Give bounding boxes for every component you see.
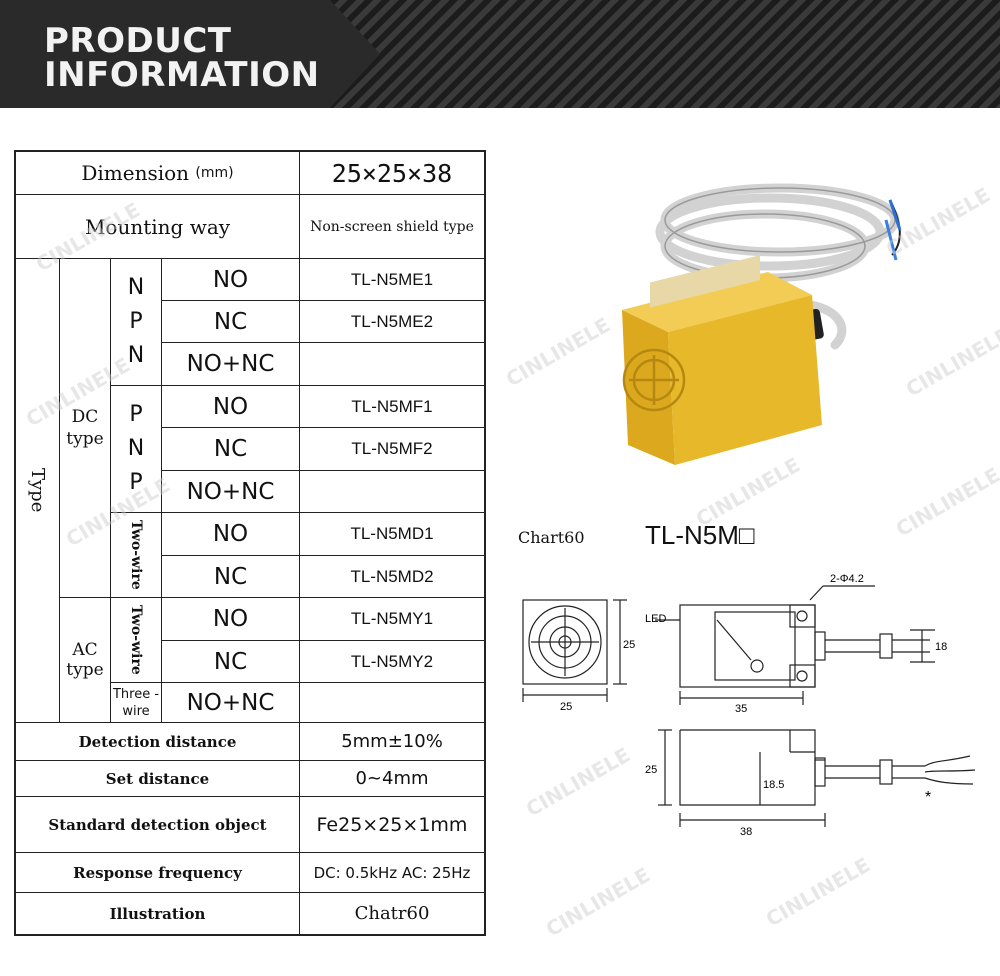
banner-title-line1: PRODUCT — [44, 21, 232, 61]
front-height-dim: 25 — [623, 639, 635, 651]
contact-type-cell: NO — [212, 521, 249, 547]
side-height-dim: 25 — [645, 764, 657, 776]
dimension-drawing: LED 2-Φ4.2 25 25 35 18 25 18.5 38 * — [505, 570, 1000, 850]
type-label: Type — [27, 468, 48, 513]
side-length-dim: 38 — [740, 826, 752, 838]
model-code: TL-N5M□ — [645, 520, 755, 550]
led-label: LED — [645, 613, 666, 625]
response-frequency-value: DC: 0.5kHz AC: 25Hz — [313, 863, 471, 882]
contact-type-cell: NO — [212, 606, 249, 632]
dimension-unit: (mm) — [195, 165, 234, 181]
two-wire-ac-label: Two-wire — [128, 605, 144, 675]
set-distance-label: Set distance — [105, 769, 210, 788]
side-inner-dim: 18.5 — [763, 779, 784, 791]
illustration-label: Illustration — [109, 904, 206, 923]
dimension-label: Dimension (mm) — [16, 152, 299, 194]
ac-type-label: AC type — [66, 640, 104, 680]
banner-title-block — [0, 0, 380, 108]
model-cell: TL-N5MY2 — [350, 651, 434, 671]
banner-title-line2: INFORMATION — [44, 55, 320, 95]
contact-type-cell: NO+NC — [186, 351, 275, 377]
mounting-value: Non-screen shield type — [310, 218, 474, 235]
detection-distance-value: 5mm±10% — [341, 731, 443, 752]
model-cell: TL-N5MY1 — [350, 609, 434, 628]
contact-type-cell: NC — [213, 308, 248, 335]
standard-object-label: Standard detection object — [48, 815, 267, 834]
model-cell: TL-N5MF1 — [351, 396, 433, 416]
two-wire-dc-label: Two-wire — [128, 520, 144, 590]
sensor-photo — [600, 160, 1000, 480]
banner-title: PRODUCT INFORMATION — [44, 24, 320, 92]
pnp-label: PNP — [127, 402, 145, 495]
top-length-dim: 35 — [735, 703, 747, 715]
model-cell: TL-N5MF2 — [351, 439, 433, 458]
contact-type-cell: NO+NC — [186, 478, 275, 505]
contact-type-cell: NC — [213, 436, 248, 462]
dc-type-label: DC type — [66, 407, 104, 449]
dimension-value: 25×25×38 — [331, 158, 453, 188]
spec-table: Dimension (mm) 25×25×38 Mounting way Non… — [14, 150, 486, 936]
watermark: CINLINELE — [501, 312, 615, 392]
set-distance-value: 0~4mm — [355, 768, 429, 789]
model-cell: TL-N5MD1 — [350, 524, 434, 543]
front-width-dim: 25 — [560, 701, 572, 713]
model-cell — [300, 343, 484, 385]
standard-object-value: Fe25×25×1mm — [316, 813, 468, 836]
model-cell: TL-N5ME1 — [350, 269, 434, 289]
dimension-label-text: Dimension — [81, 161, 190, 185]
watermark: CINLINELE — [541, 862, 655, 942]
watermark: CINLINELE — [761, 852, 875, 932]
model-cell: TL-N5ME2 — [350, 311, 434, 331]
detection-distance-label: Detection distance — [78, 732, 237, 751]
mounting-label: Mounting way — [84, 214, 231, 239]
cable-height-dim: 18 — [935, 641, 947, 653]
illustration-value: Chatr60 — [354, 903, 430, 924]
npn-label: NPN — [127, 275, 145, 368]
contact-type-cell: NC — [213, 563, 248, 590]
chart-label: Chart60 — [518, 528, 585, 547]
response-frequency-label: Response frequency — [73, 863, 242, 882]
star-mark: * — [925, 789, 931, 806]
contact-type-cell: NO — [212, 393, 249, 420]
contact-type-cell: NC — [213, 648, 248, 675]
model-cell — [300, 683, 484, 722]
header-banner: PRODUCT INFORMATION — [0, 0, 1000, 108]
three-wire-label: Three -wire — [112, 686, 160, 719]
hole-dim: 2-Φ4.2 — [830, 573, 864, 585]
contact-type-cell: NO+NC — [186, 689, 275, 716]
model-cell — [300, 471, 484, 512]
model-cell: TL-N5MD2 — [350, 566, 434, 586]
contact-type-cell: NO — [212, 266, 249, 293]
